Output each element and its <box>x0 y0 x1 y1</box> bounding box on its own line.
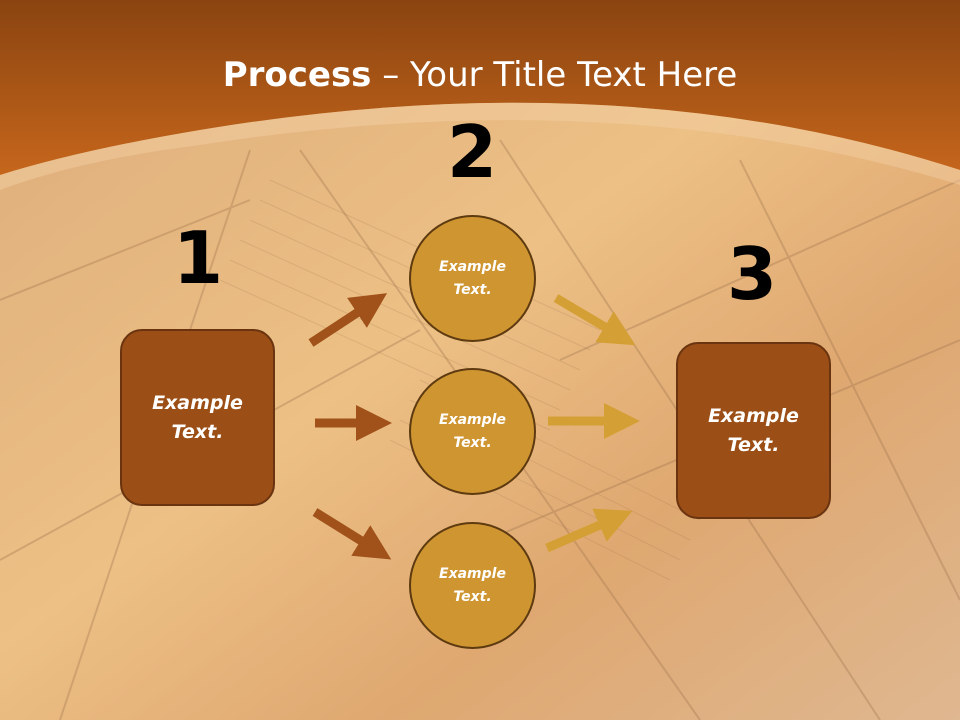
circle-top-label: Example Text. <box>439 258 506 298</box>
step-number-1: 1 <box>172 216 224 300</box>
circle-bottom-label: Example Text. <box>439 565 506 605</box>
step-3-label: Example Text. <box>708 404 799 456</box>
arrow-top-to-step3 <box>553 294 636 346</box>
circle-bottom: Example Text. <box>409 522 536 649</box>
title-bold: Process <box>222 55 372 95</box>
slide-title: Process – Your Title Text Here <box>0 52 960 98</box>
step-number-3: 3 <box>726 232 778 316</box>
circle-middle: Example Text. <box>409 368 536 495</box>
arrow-step1-to-bottom <box>312 508 392 560</box>
circle-middle-label: Example Text. <box>439 411 506 451</box>
step-1-label: Example Text. <box>152 391 243 443</box>
arrow-step1-to-top <box>308 293 388 347</box>
step-1-box: Example Text. <box>120 329 275 506</box>
step-3-box: Example Text. <box>676 342 831 519</box>
circle-top: Example Text. <box>409 215 536 342</box>
step-number-2: 2 <box>446 110 498 194</box>
title-rest: – Your Title Text Here <box>371 55 738 95</box>
arrow-bottom-to-step3 <box>545 508 633 553</box>
